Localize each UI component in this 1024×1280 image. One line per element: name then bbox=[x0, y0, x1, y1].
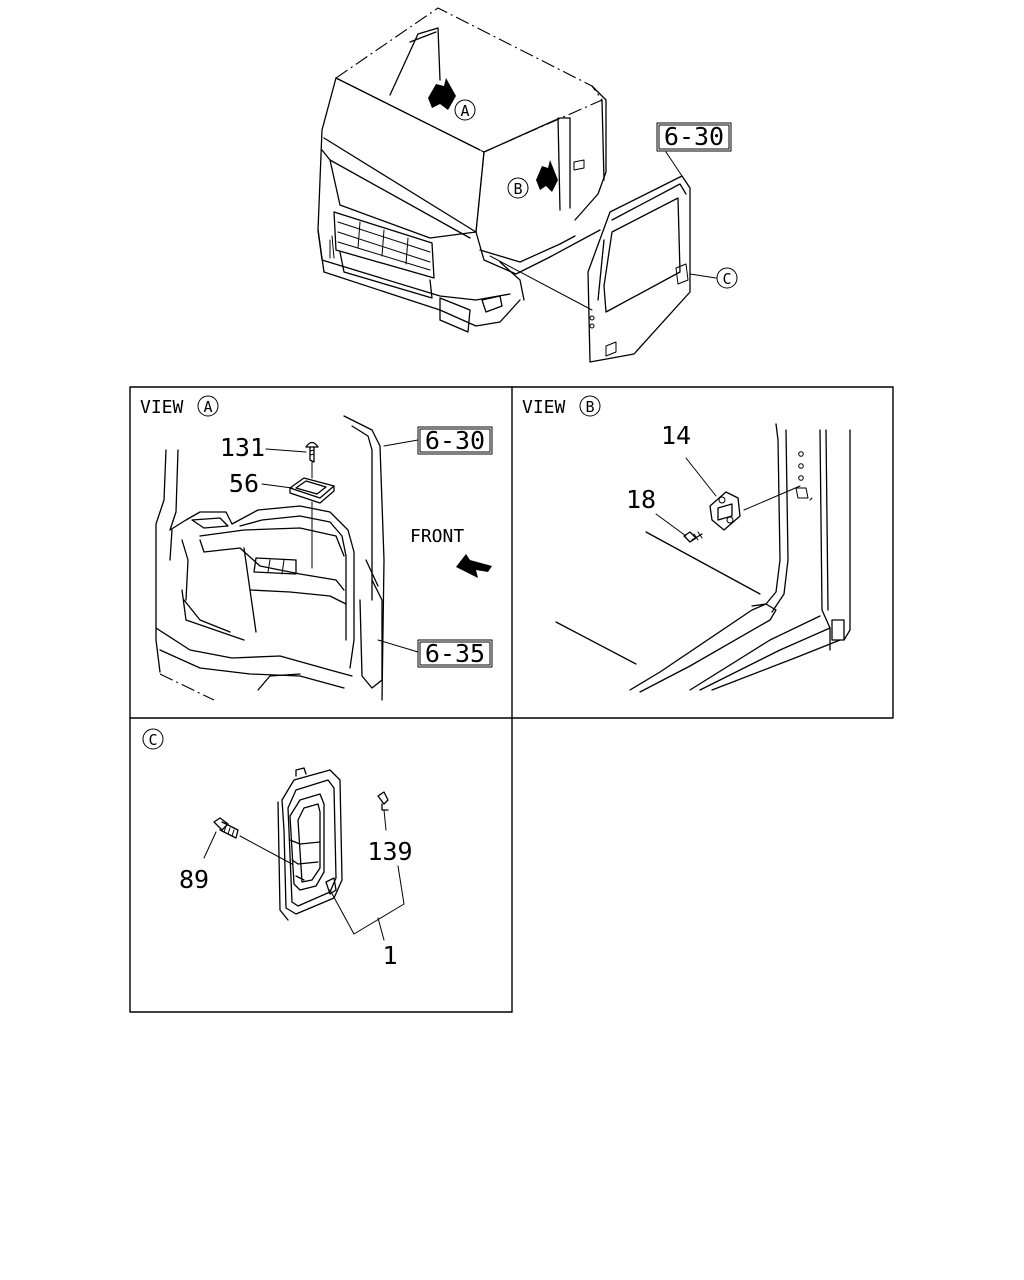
ref-box-door[interactable]: 6-30 bbox=[656, 122, 732, 152]
door bbox=[587, 175, 691, 363]
panel-c: C bbox=[142, 728, 405, 941]
ref-6-35-label: 6-35 bbox=[425, 639, 485, 668]
part-89-label: 89 bbox=[179, 865, 209, 894]
part-56-bracket[interactable] bbox=[289, 477, 335, 504]
ref-door-label: 6-30 bbox=[664, 122, 724, 151]
front-arrow-icon bbox=[456, 554, 492, 578]
view-a-letter: A bbox=[203, 398, 212, 416]
part-131-screw[interactable] bbox=[305, 441, 319, 463]
front-label: FRONT bbox=[410, 526, 464, 547]
view-b-arrow-icon bbox=[536, 160, 558, 192]
ref-box-6-35[interactable]: 6-35 bbox=[417, 639, 493, 668]
panel-view-b: VIEW B bbox=[522, 395, 851, 693]
callout-a-label: A bbox=[460, 102, 469, 120]
callout-c-label: C bbox=[722, 270, 731, 288]
callout-c[interactable]: C bbox=[716, 267, 738, 289]
part-14-striker[interactable] bbox=[709, 491, 741, 531]
part-18-label: 18 bbox=[626, 485, 656, 514]
view-a-arrow-icon bbox=[428, 78, 456, 110]
panel-frames bbox=[129, 386, 894, 1013]
part-139-label: 139 bbox=[367, 837, 412, 866]
part-1-handle[interactable] bbox=[277, 767, 343, 921]
callout-a[interactable]: A bbox=[454, 99, 476, 121]
part-89-bolt[interactable] bbox=[213, 817, 239, 839]
cab-overview bbox=[317, 7, 717, 363]
part-56-label: 56 bbox=[229, 469, 259, 498]
view-b-letter: B bbox=[585, 398, 594, 416]
ref-box-6-30[interactable]: 6-30 bbox=[417, 426, 493, 455]
part-14-label: 14 bbox=[661, 421, 691, 450]
ref-6-30-label: 6-30 bbox=[425, 426, 485, 455]
view-b-word: VIEW bbox=[522, 397, 566, 418]
view-a-word: VIEW bbox=[140, 397, 184, 418]
callout-b[interactable]: B bbox=[507, 177, 529, 199]
part-139-clip[interactable] bbox=[377, 791, 389, 811]
part-131-label: 131 bbox=[220, 433, 265, 462]
part-18-screw[interactable] bbox=[683, 531, 703, 543]
panel-c-letter: C bbox=[148, 731, 157, 749]
part-1-label: 1 bbox=[382, 941, 397, 970]
panel-view-a: VIEW A bbox=[140, 395, 492, 701]
callout-b-label: B bbox=[513, 180, 522, 198]
